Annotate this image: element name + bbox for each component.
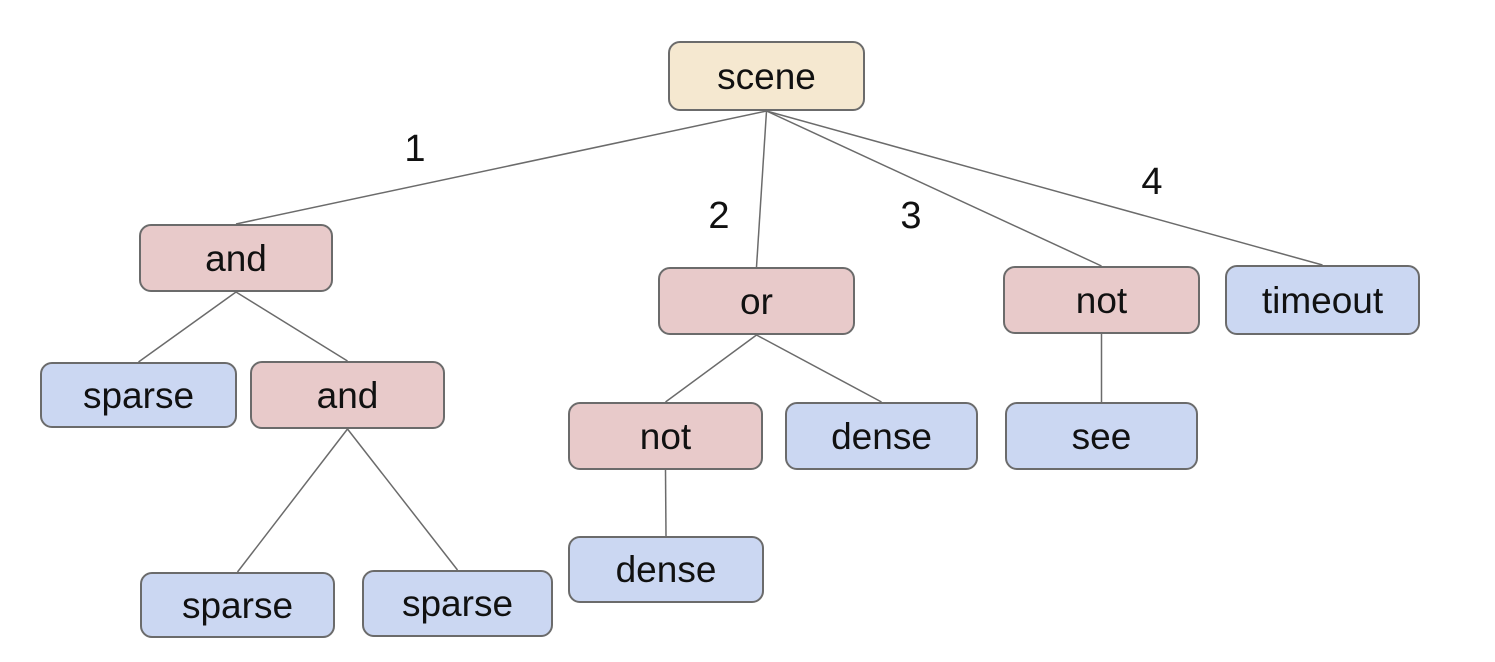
edge-and2-sparse3 [346, 428, 459, 571]
node-see1: see [1005, 402, 1198, 470]
node-label-and1: and [205, 237, 267, 279]
node-sparse1: sparse [40, 362, 237, 428]
node-label-dense2: dense [615, 549, 717, 590]
node-sparse3: sparse [362, 570, 553, 637]
node-scene: scene [668, 41, 865, 111]
edge-or1-not2 [665, 334, 757, 403]
node-label-not1: not [1075, 279, 1128, 321]
edge-or1-dense1 [756, 334, 882, 403]
node-and1: and [139, 224, 333, 292]
edge-label-3: 3 [900, 195, 921, 237]
edge-scene-timeout1 [766, 110, 1323, 266]
node-dense2: dense [568, 536, 764, 603]
edge-scene-and1 [235, 110, 767, 225]
node-or1: or [658, 267, 855, 335]
edge-and1-and2 [235, 291, 348, 362]
node-label-and2: and [316, 374, 379, 416]
node-sparse2: sparse [140, 572, 335, 638]
edge-scene-or1 [755, 110, 768, 268]
edge-and1-sparse1 [138, 291, 237, 363]
node-label-sparse2: sparse [181, 584, 294, 626]
node-not1: not [1003, 266, 1200, 334]
node-label-scene: scene [717, 55, 816, 97]
edge-not2-dense2 [664, 469, 667, 537]
node-label-not2: not [639, 415, 692, 457]
node-label-dense1: dense [831, 415, 932, 457]
node-label-sparse1: sparse [82, 374, 195, 416]
edge-label-2: 2 [708, 195, 729, 237]
node-not2: not [568, 402, 763, 470]
node-label-or1: or [740, 280, 773, 322]
edge-label-4: 4 [1141, 161, 1162, 203]
node-and2: and [250, 361, 445, 429]
edge-label-1: 1 [404, 128, 425, 170]
node-label-timeout1: timeout [1261, 279, 1384, 321]
edge-and2-sparse2 [236, 428, 349, 573]
node-label-see1: see [1071, 415, 1132, 457]
node-label-sparse3: sparse [401, 583, 514, 624]
node-dense1: dense [785, 402, 978, 470]
node-timeout1: timeout [1225, 265, 1420, 335]
edge-scene-not1 [766, 110, 1102, 267]
